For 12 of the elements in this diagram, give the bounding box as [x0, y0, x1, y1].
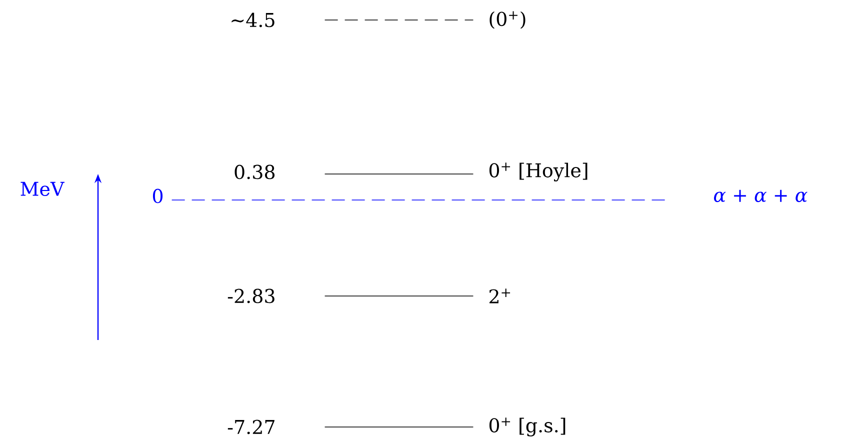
energy-value: -2.83 [228, 288, 274, 304]
energy-value: 0.38 [234, 164, 275, 180]
level-label: 2$^{+}$ [490, 288, 510, 304]
energy-value: ∼4.5 [232, 12, 274, 28]
level-label: 0$^{+}$ [Hoyle] [489, 162, 588, 182]
axis-unit: MeV [20, 182, 64, 196]
energy-level-line [324, 426, 474, 428]
energy-value: -7.27 [228, 420, 274, 434]
level-label: (0$^{+}$) [490, 11, 526, 29]
level-label: 0$^{+}$ [g.s.] [489, 418, 566, 436]
energy-value: 0 [152, 188, 163, 204]
level-label: α + α + α [714, 190, 808, 202]
